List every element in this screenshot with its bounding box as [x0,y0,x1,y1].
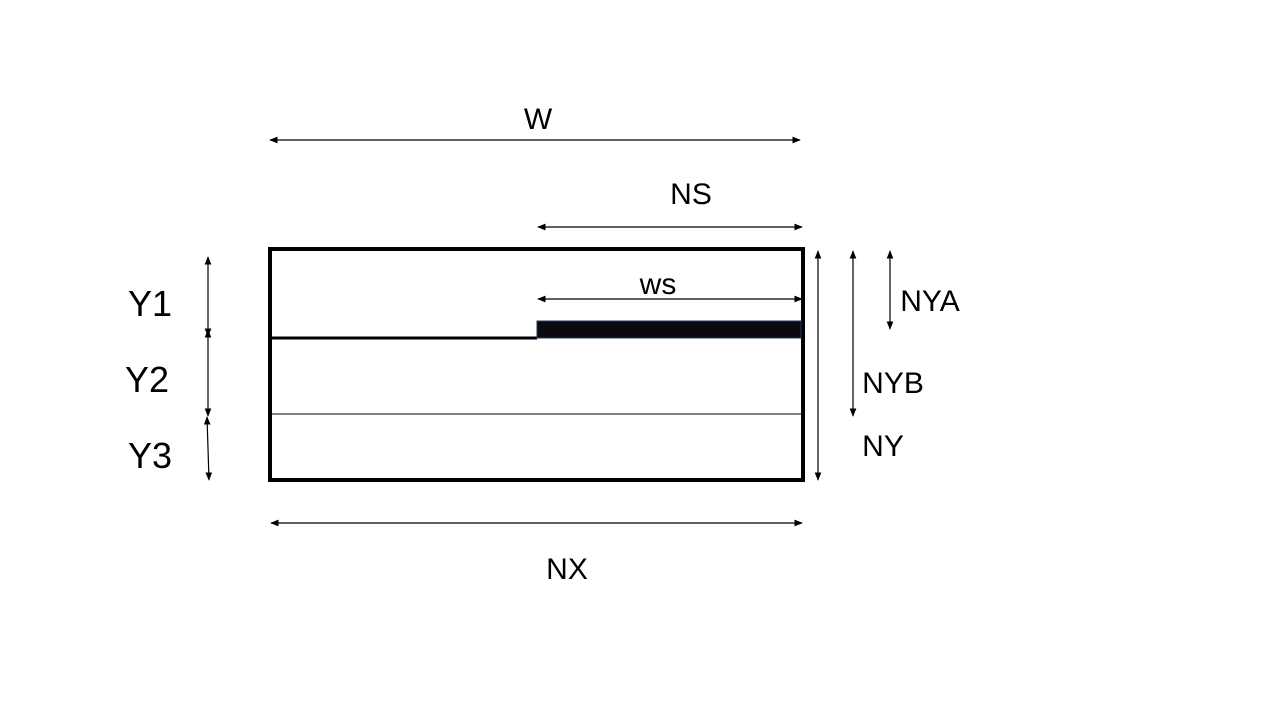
w-label: W [524,103,553,136]
y2-label: Y2 [125,359,169,400]
nyb-label: NYB [862,367,924,400]
ws-label: ws [639,268,677,301]
y3-dimension-arrow [203,416,213,481]
ny-label: NY [862,430,904,463]
nx-label: NX [546,553,588,586]
y3-label: Y3 [128,435,172,476]
y1-label: Y1 [128,283,172,324]
strip-block [536,320,802,339]
domain-rectangle [268,247,805,482]
ns-label: NS [670,178,712,211]
nya-label: NYA [900,285,959,318]
